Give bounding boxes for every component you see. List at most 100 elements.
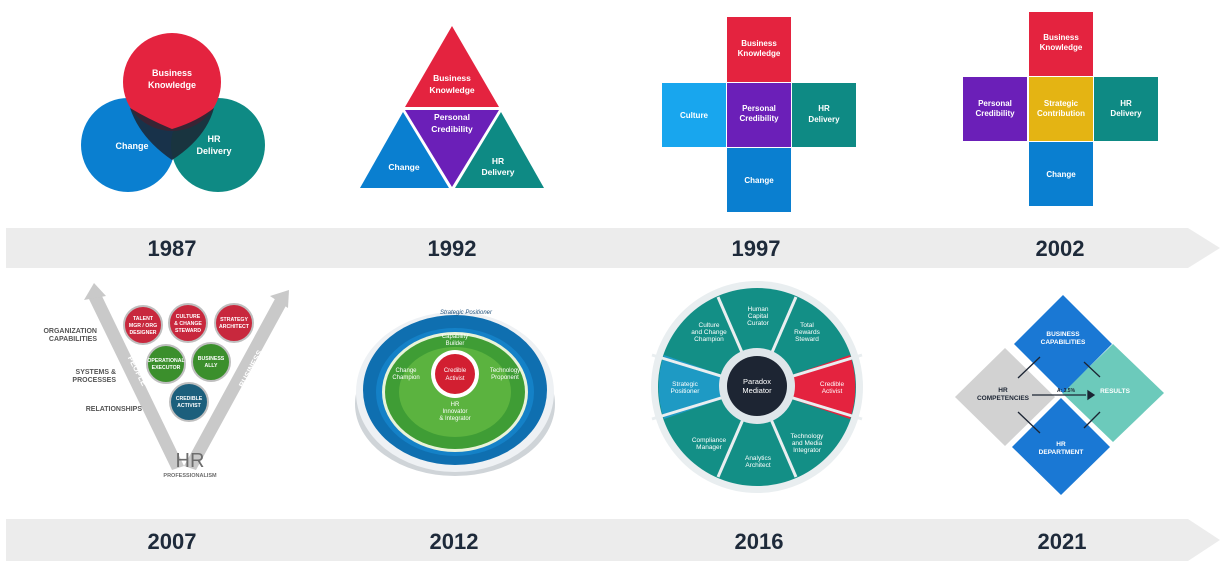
- venn-change-label: Change: [115, 141, 148, 151]
- wheel12-center-label: Credible: [444, 368, 467, 374]
- tri-personal: [405, 110, 499, 187]
- v-credible-label-2: ACTIVIST: [177, 403, 201, 409]
- v-strategy-label-2: ARCHITECT: [219, 324, 250, 330]
- wheel16-top-right-label: Total: [800, 322, 814, 329]
- v-ally-label: BUSINESS: [198, 356, 225, 362]
- wheel16-right-label-2: Activist: [822, 388, 843, 395]
- wheel12-center-label-2: Activist: [445, 376, 464, 382]
- wheel16-credible-segment: [757, 355, 856, 419]
- arrowhead-results: [1087, 389, 1096, 401]
- wheel16-bottom-left-label-2: Manager: [696, 444, 722, 451]
- cross97-personal-label-2: Credibility: [739, 114, 779, 123]
- arrow-business-to-results: [1083, 361, 1101, 378]
- cross97-hr: [792, 83, 856, 147]
- diamond-hr-dept-label-2: DEPARTMENT: [1039, 449, 1084, 456]
- cross02-personal-label: Personal: [978, 99, 1012, 108]
- wheel12-capability-label: Capability: [442, 334, 468, 340]
- diamond-hr-department: [1012, 398, 1110, 495]
- v-row-label-systems: SYSTEMS &: [76, 369, 116, 376]
- model-1997-cross: Business Knowledge Culture Personal Cred…: [662, 17, 856, 212]
- v-culture-label: CULTURE: [176, 314, 201, 320]
- v-right-arrowhead: [270, 290, 289, 308]
- wheel16-center: [727, 356, 787, 416]
- year-2021: 2021: [1038, 529, 1087, 554]
- wheel12-center-red: [435, 354, 475, 394]
- cross97-culture: [662, 83, 726, 147]
- wheel12-outer-label: Strategic Positioner: [440, 310, 493, 316]
- cross02-business-label-2: Knowledge: [1040, 43, 1083, 52]
- model-1992-triangle: Business Knowledge Personal Credibility …: [360, 26, 544, 188]
- diamond-business-capabilities: [1014, 295, 1112, 393]
- year-2016: 2016: [735, 529, 784, 554]
- cross02-personal-label-2: Credibility: [975, 109, 1015, 118]
- v-circle-operational: [146, 344, 186, 384]
- v-talent-label-3: DESIGNER: [129, 330, 156, 336]
- v-row-label-org: ORGANIZATION: [43, 328, 97, 335]
- cross97-hr-label: HR: [818, 104, 830, 113]
- tri-personal-label: Personal: [434, 112, 470, 122]
- wheel16-left-label: Strategic: [672, 381, 698, 388]
- venn-business-label: Business: [152, 68, 192, 78]
- cross02-business: [1029, 12, 1093, 76]
- cross02-hr: [1094, 77, 1158, 141]
- tri-hr: [455, 112, 544, 188]
- arrow-hr-to-department: [1017, 411, 1041, 434]
- wheel16-top-right-label-2: Rewards: [794, 329, 820, 336]
- diamond-business-label: BUSINESS: [1046, 331, 1080, 338]
- v-circle-ally: [191, 342, 231, 382]
- diamond-hr-competencies: [955, 348, 1055, 446]
- wheel16-center-label: Paradox: [743, 377, 771, 386]
- year-1992: 1992: [428, 236, 477, 261]
- model-1987-venn: Business Knowledge Change HR Delivery: [81, 33, 265, 192]
- model-2012-wheel: Strategic Positioner Capability Builder …: [355, 310, 555, 476]
- wheel16-top-right-label-3: Steward: [795, 336, 819, 343]
- wheel16-bottom-right-label-3: Integrator: [793, 447, 822, 454]
- wheel16-top-label-3: Curator: [747, 320, 770, 327]
- wheel12-technology-label-2: Proponent: [491, 375, 519, 381]
- year-1987: 1987: [148, 236, 197, 261]
- cross97-business-label: Business: [741, 39, 777, 48]
- diamond-results-label: RESULTS: [1100, 388, 1131, 395]
- cross02-change-label: Change: [1046, 170, 1076, 179]
- model-2007-v: ORGANIZATION CAPABILITIES SYSTEMS & PROC…: [43, 283, 289, 479]
- v-talent-label-2: MGR / ORG: [129, 323, 157, 329]
- v-credible-label: CREDIBLE: [176, 396, 203, 402]
- cross02-personal: [963, 77, 1027, 141]
- cross02-hr-label: HR: [1120, 99, 1132, 108]
- cross02-strategic-label-2: Contribution: [1037, 109, 1085, 118]
- wheel12-change-label-2: Champion: [392, 375, 419, 381]
- year-2012: 2012: [430, 529, 479, 554]
- diamond-business-label-2: CAPABILITIES: [1041, 339, 1086, 346]
- wheel12-change-label: Change: [395, 368, 417, 374]
- v-culture-label-3: STEWARD: [175, 328, 201, 334]
- year-1997: 1997: [732, 236, 781, 261]
- wheel16-top-left-label: Culture: [699, 322, 720, 329]
- cross97-business: [727, 17, 791, 82]
- timeline-arrow-bottom: [6, 519, 1220, 561]
- v-circle-talent: [123, 305, 163, 345]
- wheel16-top-label-2: Capital: [748, 313, 769, 320]
- tri-personal-label-2: Credibility: [431, 124, 473, 134]
- wheel12-innovator-label: HR: [451, 402, 460, 408]
- wheel16-left-label-2: Positioner: [671, 388, 701, 395]
- cross97-hr-label-2: Delivery: [808, 115, 840, 124]
- tri-hr-label: HR: [492, 156, 504, 166]
- v-strategy-label: STRATEGY: [220, 317, 248, 323]
- v-operational-label: OPERATIONAL: [147, 358, 185, 364]
- tri-business-label-2: Knowledge: [429, 85, 475, 95]
- wheel12-technology-label: Technology: [490, 368, 520, 374]
- model-2002-cross: Business Knowledge Personal Credibility …: [963, 12, 1158, 206]
- cross97-change: [727, 148, 791, 212]
- wheel16-bottom-left-label: Compliance: [692, 437, 727, 444]
- venn-hr-label-2: Delivery: [196, 146, 231, 156]
- cross97-change-label: Change: [744, 176, 774, 185]
- wheel16-bottom-right-label-2: and Media: [792, 440, 823, 447]
- tri-change: [360, 112, 449, 188]
- v-row-label-systems-2: PROCESSES: [72, 377, 116, 384]
- venn-overlap: [130, 108, 214, 160]
- tri-business: [405, 26, 499, 107]
- wheel12-innovator-label-2: Innovator: [442, 409, 467, 415]
- model-2021-diamonds: BUSINESS CAPABILITIES RESULTS HR DEPARTM…: [955, 295, 1164, 495]
- wheel16-right-label: Credible: [820, 381, 845, 388]
